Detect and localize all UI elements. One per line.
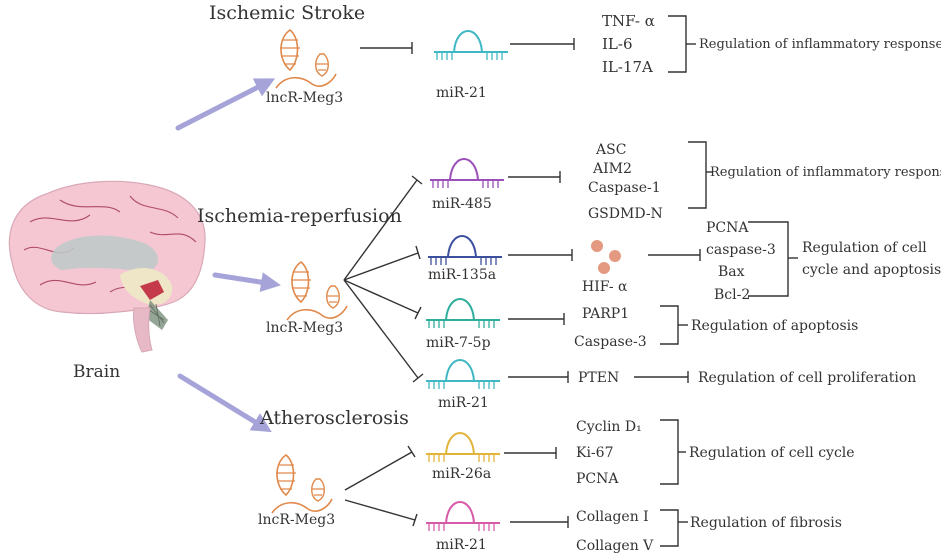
lncrna-label-ir: lncR-Meg3: [266, 320, 343, 336]
target-collagen-i: Collagen I: [576, 509, 649, 525]
target-ki67: Ki-67: [576, 445, 613, 461]
target-collagen-v: Collagen V: [576, 538, 654, 554]
mirna-7-5p-icon: [426, 298, 500, 328]
outcome-ir-7-5p: Regulation of apoptosis: [691, 318, 858, 334]
brain-illustration: [8, 180, 206, 353]
mirna-label-ir-21: miR-21: [438, 395, 489, 411]
mirna-21-icon: [426, 359, 500, 389]
target-pcna-ath: PCNA: [576, 471, 619, 487]
target-bcl2: Bcl-2: [714, 287, 750, 303]
mirna-label-ath-21: miR-21: [436, 537, 487, 553]
mirna-21-icon: [426, 501, 500, 531]
target-caspase1: Caspase-1: [588, 180, 661, 196]
target-hif-alpha: HIF- α: [582, 279, 628, 295]
mirna-135a-icon: [428, 235, 502, 265]
brackets: [660, 15, 798, 547]
lncrna-label-stroke: lncR-Meg3: [266, 90, 343, 106]
mirna-layer: [426, 30, 508, 531]
section-title-ischemia-reperfusion: Ischemia-reperfusion: [197, 205, 402, 227]
arrow-to-ischemic-stroke: [175, 78, 276, 131]
section-title-atherosclerosis: Atherosclerosis: [259, 407, 409, 429]
outcome-ir-21: Regulation of cell proliferation: [698, 370, 916, 386]
outcome-ath-26a: Regulation of cell cycle: [689, 445, 855, 461]
arrow-to-ischemia-reperfusion: [212, 272, 281, 293]
lncrna-label-ath: lncR-Meg3: [258, 512, 335, 528]
mirna-label-485: miR-485: [432, 196, 492, 212]
mirna-label-stroke-21: miR-21: [436, 85, 487, 101]
lncrna-meg3-icon: [275, 29, 337, 89]
target-bax: Bax: [718, 264, 745, 280]
outcome-ir-485: Regulation of inflammatory response: [710, 165, 941, 180]
mirna-label-135a: miR-135a: [428, 267, 496, 283]
mirna-26a-icon: [426, 432, 500, 462]
target-il17a: IL-17A: [602, 58, 653, 76]
target-parp1: PARP1: [582, 306, 629, 322]
target-tnf-alpha: TNF- α: [602, 12, 655, 30]
brain-label: Brain: [73, 362, 120, 382]
target-aim2: AIM2: [592, 161, 632, 177]
target-gsdmd-n: GSDMD-N: [588, 206, 663, 222]
lncrna-meg3-icon: [286, 261, 348, 321]
target-pcna: PCNA: [706, 220, 749, 236]
target-pten: PTEN: [578, 370, 619, 386]
target-asc: ASC: [595, 142, 626, 158]
target-il6: IL-6: [602, 35, 633, 53]
mirna-label-26a: miR-26a: [432, 466, 491, 482]
section-title-ischemic-stroke: Ischemic Stroke: [209, 2, 365, 24]
hif-dots-icon: [591, 240, 621, 274]
mirna-485-icon: [430, 158, 504, 188]
outcome-stroke: Regulation of inflammatory response: [699, 37, 941, 52]
target-cyclin-d1: Cyclin D₁: [576, 419, 642, 435]
outcome-ir-135a-line1: Regulation of cell: [802, 240, 927, 256]
target-caspase3: caspase-3: [706, 242, 776, 258]
outcome-ir-135a-line2: cycle and apoptosis: [802, 262, 941, 278]
arrow-to-atherosclerosis: [177, 373, 272, 433]
outcome-ath-21: Regulation of fibrosis: [690, 515, 842, 531]
inhibition-lines: [343, 38, 701, 528]
mirna-21-icon: [434, 30, 508, 60]
target-caspase-3: Caspase-3: [574, 334, 647, 350]
lncrna-meg3-icon: [271, 454, 333, 514]
mirna-label-7-5p: miR-7-5p: [426, 335, 491, 351]
